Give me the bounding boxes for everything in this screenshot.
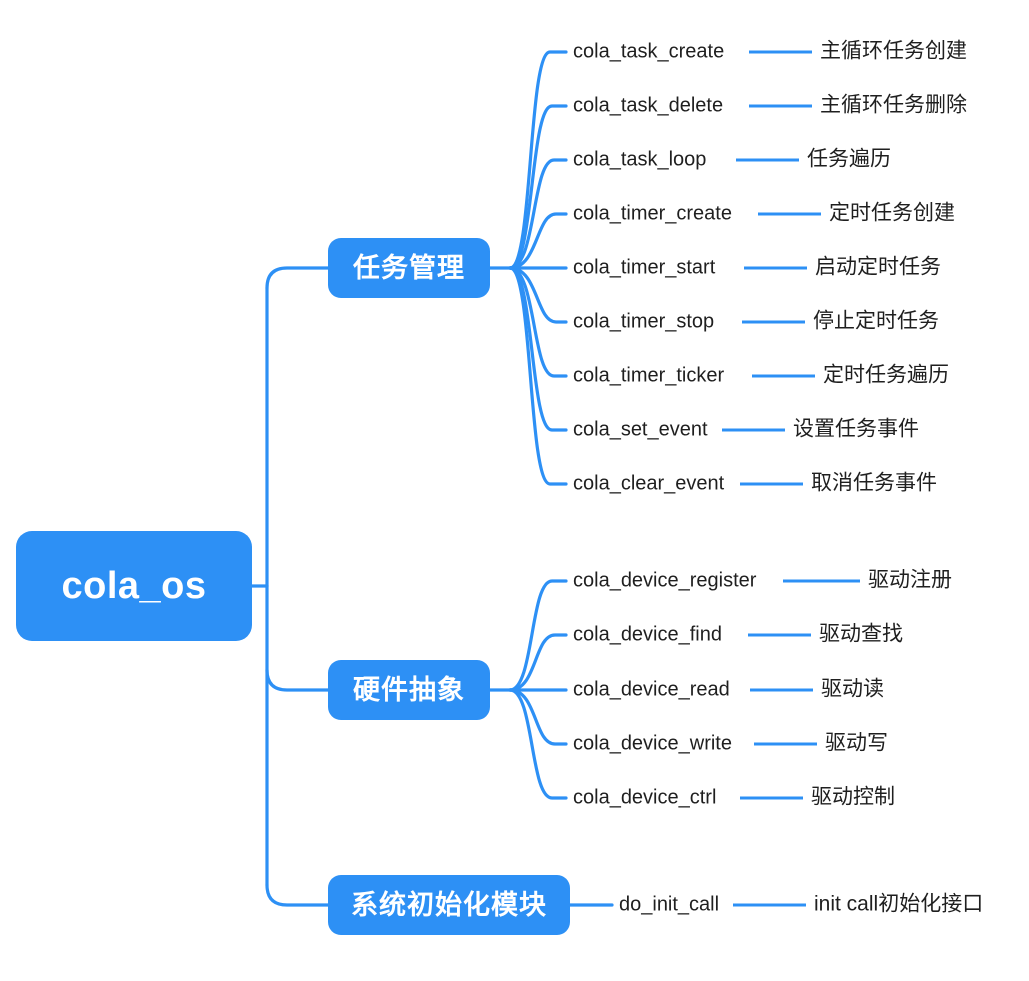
leaf-desc: 定时任务创建 [829,202,955,225]
fan-connectors-branch-2 [488,579,568,800]
fan-connectors-branch-1 [488,50,568,486]
leaf-desc-connectors [722,50,860,907]
leaf-label[interactable]: cola_device_write [573,732,732,754]
leaf-label[interactable]: cola_device_find [573,623,722,645]
leaf-label[interactable]: cola_timer_create [573,202,732,224]
leaf-desc: 取消任务事件 [811,472,937,495]
leaf-label[interactable]: cola_device_register [573,569,757,591]
branch-node-rect-3[interactable] [328,875,570,935]
leaf-label[interactable]: cola_set_event [573,418,708,440]
branch-node-task-management[interactable]: 任务管理 [328,238,490,298]
branch-node-system-init[interactable]: 系统初始化模块 [328,875,570,935]
fan-edge-1-7 [508,266,568,378]
fan-edge-2-1 [508,579,568,692]
branch-node-label-3: 系统初始化模块 [351,889,547,920]
branch-node-rect-2[interactable] [328,660,490,720]
leaf-group-task-management: cola_task_create 主循环任务创建 cola_task_delet… [573,40,967,495]
leaf-label[interactable]: cola_timer_stop [573,310,714,332]
fan-edge-1-4 [508,212,568,270]
leaf-label[interactable]: cola_clear_event [573,472,725,494]
branch-connector-2 [265,668,330,692]
leaf-label[interactable]: cola_task_delete [573,94,723,116]
leaf-desc: 驱动控制 [811,786,895,809]
leaf-label[interactable]: cola_task_create [573,40,724,62]
leaf-desc: 驱动读 [821,678,884,701]
leaf-label[interactable]: cola_device_ctrl [573,786,716,808]
branch-node-label-2: 硬件抽象 [353,674,465,705]
leaf-label[interactable]: cola_timer_start [573,256,716,278]
leaf-label[interactable]: cola_task_loop [573,148,706,170]
leaf-desc: init call初始化接口 [814,893,983,916]
fan-edge-1-2 [508,104,568,270]
fan-edge-2-5 [508,688,568,800]
leaf-label[interactable]: do_init_call [619,893,719,915]
leaf-desc: 定时任务遍历 [823,364,949,387]
fan-edge-1-1 [508,50,568,270]
leaf-desc: 主循环任务创建 [820,40,967,63]
branch-node-label-1: 任务管理 [352,253,465,283]
leaf-desc: 驱动查找 [819,623,903,646]
fan-edge-1-3 [508,158,568,270]
leaf-group-system-init: do_init_call init call初始化接口 [619,893,983,916]
trunk-connectors [250,266,330,907]
leaf-desc: 停止定时任务 [813,310,939,333]
fan-edge-2-4 [508,688,568,746]
branch-connector-1 [265,266,330,290]
fan-edge-2-2 [508,633,568,692]
leaf-group-hardware-abstraction: cola_device_register 驱动注册 cola_device_fi… [573,569,952,809]
leaf-label[interactable]: cola_timer_ticker [573,364,725,386]
root-node[interactable]: cola_os [16,531,252,641]
leaf-desc: 驱动注册 [868,569,952,592]
root-node-label: cola_os [61,565,206,607]
leaf-desc: 主循环任务删除 [820,94,967,117]
fan-edge-1-6 [508,266,568,324]
fan-edge-1-9 [508,266,568,486]
branch-connector-3 [265,883,330,907]
leaf-desc: 启动定时任务 [815,256,941,279]
leaf-desc: 任务遍历 [807,148,891,171]
leaf-desc: 设置任务事件 [793,418,919,441]
branch-node-hardware-abstraction[interactable]: 硬件抽象 [328,660,490,720]
root-node-rect[interactable] [16,531,252,641]
leaf-desc: 驱动写 [825,732,888,755]
branch-node-rect-1[interactable] [328,238,490,298]
leaf-label[interactable]: cola_device_read [573,678,730,700]
